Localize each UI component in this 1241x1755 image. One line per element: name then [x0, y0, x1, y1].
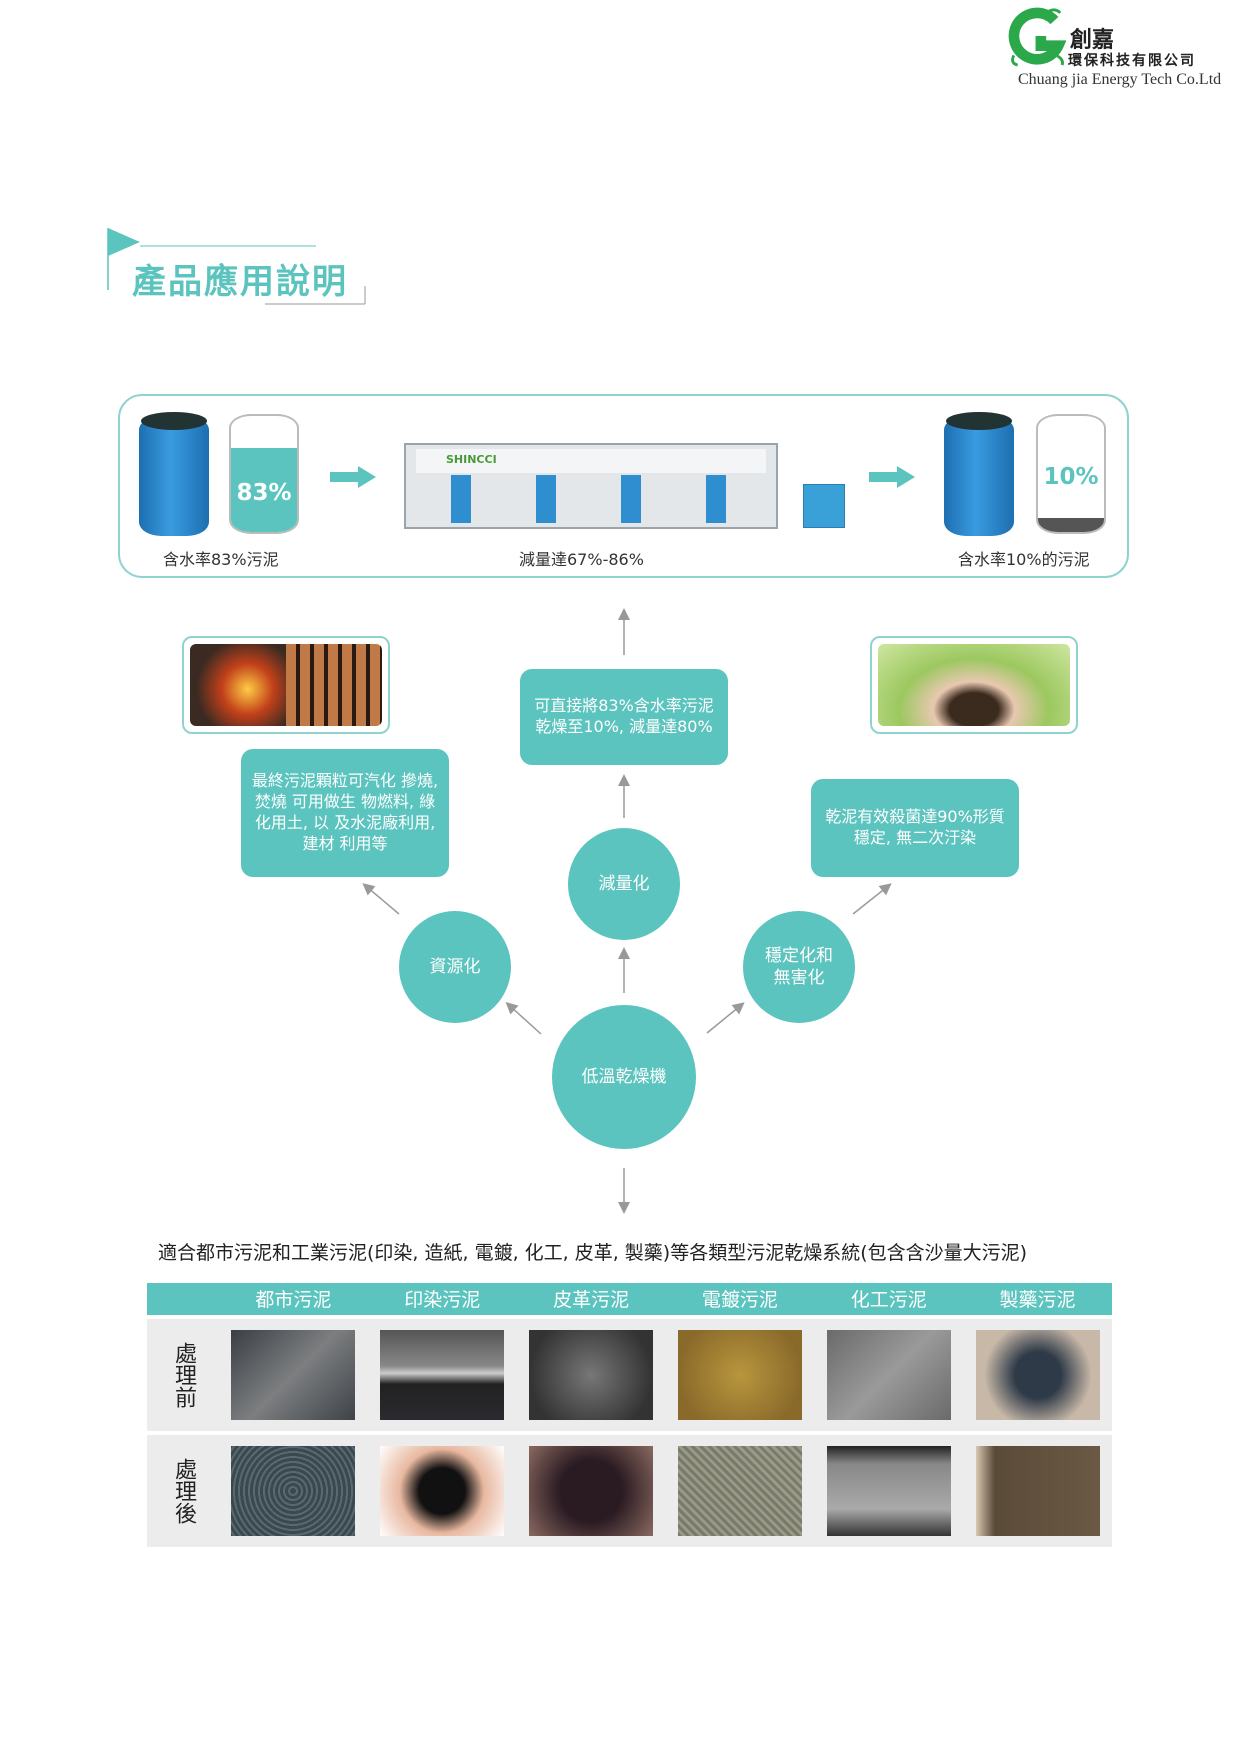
sludge-photo [380, 1446, 505, 1536]
row-label: 處理前 [171, 1342, 196, 1408]
header-chemical: 化工污泥 [850, 1289, 927, 1311]
logo-company-en: Chuang jia Energy Tech Co.Ltd [1018, 71, 1222, 88]
node-center-dryer: 低溫乾燥機 [552, 1005, 696, 1149]
reduction-desc: 可直接將83%含水率污泥乾燥至10%, 減量達80% [520, 669, 728, 765]
sludge-photo [826, 1330, 951, 1420]
company-logo-icon [1008, 7, 1066, 67]
sludge-photo [231, 1330, 356, 1420]
node-reduction: 減量化 [568, 828, 680, 940]
sludge-photo [826, 1446, 951, 1536]
control-cabinet [803, 484, 845, 528]
table-header: 都市污泥 印染污泥 皮革污泥 電鍍污泥 化工污泥 製藥污泥 [147, 1283, 1112, 1315]
sludge-comparison-table: 都市污泥 印染污泥 皮革污泥 電鍍污泥 化工污泥 製藥污泥 處理前 處理後 [147, 1283, 1112, 1547]
arrow-right-icon [869, 466, 915, 488]
sludge-83-barrel: 83% [229, 414, 299, 534]
row-label: 處理後 [171, 1458, 196, 1524]
sludge-photo [529, 1446, 654, 1536]
seedling-photo [870, 636, 1078, 734]
process-panel [118, 394, 1129, 578]
logo-name: 創嘉 [1070, 27, 1115, 53]
sludge-photo [529, 1330, 654, 1420]
machine-label: 減量達67%-86% [519, 550, 644, 569]
sludge-photo [677, 1446, 802, 1536]
table-row-after: 處理後 [147, 1435, 1112, 1547]
header-dyeing: 印染污泥 [404, 1289, 481, 1311]
header-pharma: 製藥污泥 [999, 1289, 1076, 1311]
page-title: 產品應用說明 [132, 262, 348, 302]
furnace-brick-photo [182, 636, 390, 734]
sludge-photo [231, 1446, 356, 1536]
dryer-machine: SHINCCI [404, 443, 778, 529]
node-resource: 資源化 [399, 911, 511, 1023]
sludge-10-barrel: 10% [1036, 414, 1106, 534]
sludge-photo [975, 1330, 1100, 1420]
header-leather: 皮革污泥 [553, 1289, 630, 1311]
blue-barrel-icon [944, 412, 1014, 536]
header-municipal: 都市污泥 [255, 1289, 332, 1311]
header-electroplating: 電鍍污泥 [701, 1289, 778, 1311]
table-row-before: 處理前 [147, 1319, 1112, 1431]
stabilization-desc: 乾泥有效殺菌達90%形質穩定, 無二次汙染 [811, 779, 1019, 877]
application-subtitle: 適合都市污泥和工業污泥(印染, 造紙, 電鍍, 化工, 皮革, 製藥)等各類型污… [158, 1242, 1028, 1264]
arrow-right-icon [330, 466, 376, 488]
sludge-photo [975, 1446, 1100, 1536]
blue-barrel-icon [139, 412, 209, 536]
resource-desc: 最終污泥顆粒可汽化 摻燒, 焚燒 可用做生 物燃料, 綠化用土, 以 及水泥廠利… [241, 749, 449, 877]
node-stabilization: 穩定化和無害化 [743, 911, 855, 1023]
before-label: 含水率83%污泥 [163, 550, 279, 569]
sludge-photo [677, 1330, 802, 1420]
sludge-photo [380, 1330, 505, 1420]
logo-company-cn: 環保科技有限公司 [1068, 53, 1196, 69]
title-decoration [107, 228, 366, 305]
after-label: 含水率10%的污泥 [958, 550, 1090, 569]
